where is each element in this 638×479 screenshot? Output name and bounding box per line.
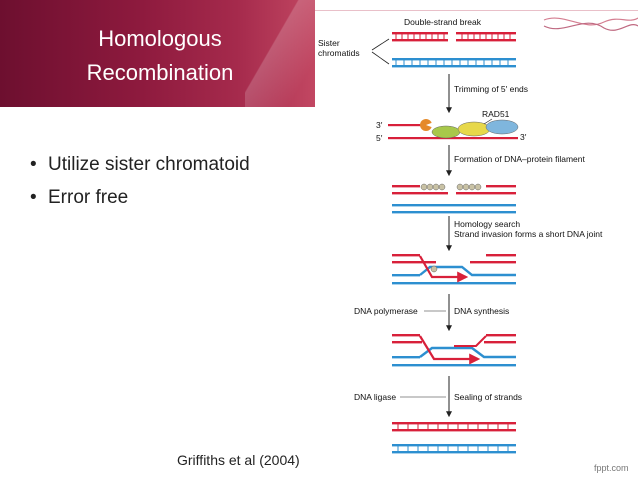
label-5-prime: 5′	[376, 133, 383, 143]
title-band	[0, 0, 315, 107]
label-rad51: RAD51	[482, 109, 510, 119]
bullet-item: • Utilize sister chromatoid	[30, 148, 250, 181]
label-sealing: Sealing of strands	[454, 392, 522, 402]
title-line-1: Homologous	[98, 26, 222, 51]
label-dna-synthesis: DNA synthesis	[454, 306, 509, 316]
rad51-protein-complex	[420, 119, 519, 139]
label-3-prime-right: 3′	[520, 132, 527, 142]
label-strand-invasion: Strand invasion forms a short DNA joint	[454, 229, 603, 239]
title-line-2: Recombination	[86, 60, 234, 85]
bullet-dot-icon: •	[30, 187, 37, 208]
label-chromatids: chromatids	[318, 48, 360, 58]
citation: Griffiths et al (2004)	[177, 452, 300, 468]
rad51-filament-left	[420, 183, 446, 191]
bullet-dot-icon: •	[30, 154, 37, 175]
label-homology-search: Homology search	[454, 219, 520, 229]
bullet-list: • Utilize sister chromatoid • Error free	[30, 148, 250, 214]
homologous-recombination-diagram: Double-strand break Sister chromatids Tr…	[318, 17, 638, 454]
decorative-stripe	[245, 0, 315, 107]
rad51-remnant	[430, 265, 438, 273]
label-sister: Sister	[318, 38, 340, 48]
dna-helix-decoration-icon	[543, 17, 638, 31]
bullet-item: • Error free	[30, 181, 250, 214]
label-3-prime: 3′	[376, 120, 383, 130]
label-dna-polymerase: DNA polymerase	[354, 306, 418, 316]
stage-rad51-loading: 3′ 5′ RAD51 3′	[376, 109, 527, 143]
footer-brand: fppt.com	[594, 463, 629, 473]
broken-chromatid	[392, 32, 516, 42]
label-double-strand-break: Double-strand break	[404, 17, 482, 27]
label-dna-ligase: DNA ligase	[354, 392, 396, 402]
stage-strand-invasion	[392, 254, 516, 285]
bullet-text: Error free	[48, 187, 129, 208]
bullet-text: Utilize sister chromatoid	[48, 154, 250, 175]
slide-title: Homologous Recombination	[40, 22, 280, 90]
stage-repaired	[392, 422, 516, 454]
intact-chromatid	[392, 58, 516, 68]
rad51-filament-right	[456, 183, 482, 191]
label-formation: Formation of DNA–protein filament	[454, 154, 586, 164]
top-divider	[315, 10, 638, 11]
stage-double-strand-break: Double-strand break Sister chromatids	[318, 17, 516, 68]
stage-dna-synthesis	[392, 334, 516, 367]
stage-filament	[392, 183, 516, 214]
label-trimming: Trimming of 5′ ends	[454, 84, 528, 94]
